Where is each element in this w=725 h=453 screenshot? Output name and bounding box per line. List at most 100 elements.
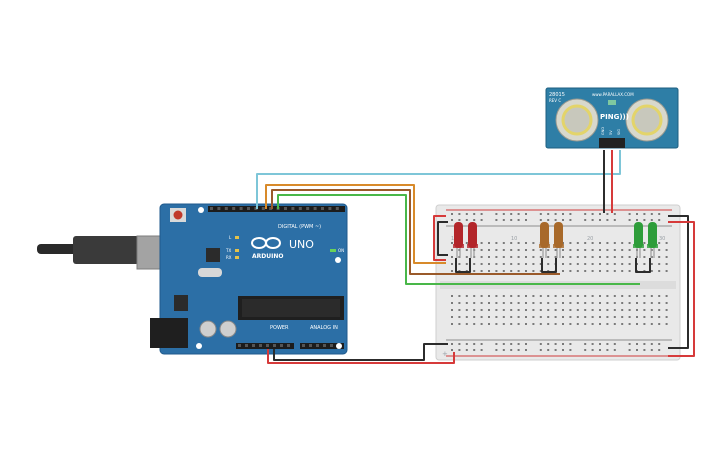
breadboard-hole: [488, 323, 490, 325]
rail-hole: [554, 213, 557, 215]
breadboard-hole: [658, 263, 661, 265]
rail-hole: [473, 343, 476, 345]
breadboard-hole: [502, 309, 505, 311]
breadboard-hole: [532, 249, 535, 251]
ping-ultrasonic-sensor: 28015 REV C www.PARALLAX.COM PING))) GND…: [545, 87, 679, 149]
breadboard-hole: [621, 309, 624, 311]
breadboard-hole: [665, 270, 668, 272]
breadboard-hole: [510, 302, 513, 304]
rail-hole: [562, 343, 564, 345]
breadboard-hole: [517, 295, 520, 297]
breadboard-hole: [613, 263, 616, 265]
breadboard-hole: [532, 263, 535, 265]
rail-hole: [458, 349, 461, 351]
breadboard-hole: [606, 270, 609, 272]
rail-hole: [517, 213, 520, 215]
breadboard-hole: [613, 256, 616, 258]
breadboard-hole: [628, 242, 631, 244]
digital-pin: [335, 207, 339, 210]
rail-hole: [451, 219, 453, 221]
rail-hole: [643, 343, 646, 345]
breadboard-hole: [473, 302, 476, 304]
rail-hole: [628, 349, 631, 351]
rail-hole: [606, 219, 609, 221]
breadboard-hole: [525, 323, 527, 325]
breadboard-hole: [451, 323, 453, 325]
led-l-label: L: [229, 235, 232, 240]
breadboard-hole: [569, 270, 572, 272]
breadboard-hole: [650, 270, 653, 272]
rail-hole: [539, 219, 542, 221]
breadboard-hole: [451, 270, 453, 272]
breadboard-hole: [562, 256, 564, 258]
digital-pin: [269, 207, 273, 210]
digital-pin: [210, 207, 213, 210]
breadboard-hole: [658, 270, 661, 272]
breadboard-hole: [465, 263, 468, 265]
breadboard-hole: [532, 309, 535, 311]
breadboard-hole: [510, 270, 513, 272]
rail-hole: [658, 219, 661, 221]
power-pin: [280, 344, 283, 347]
breadboard-hole: [473, 316, 476, 318]
breadboard-hole: [473, 323, 476, 325]
breadboard-hole: [539, 309, 542, 311]
rail-hole: [554, 219, 557, 221]
breadboard-hole: [665, 323, 668, 325]
breadboard-hole: [606, 295, 609, 297]
analog-pin: [309, 344, 312, 347]
mounting-hole: [336, 343, 342, 349]
breadboard-hole: [569, 263, 572, 265]
breadboard-hole: [532, 256, 535, 258]
breadboard-hole: [525, 309, 527, 311]
breadboard-hole: [621, 263, 624, 265]
breadboard-hole: [517, 270, 520, 272]
breadboard-hole: [628, 295, 631, 297]
digital-pin: [298, 207, 302, 210]
rail-hole: [458, 343, 461, 345]
analog-pin: [330, 344, 333, 347]
breadboard-hole: [539, 270, 542, 272]
led-rx-label: RX: [226, 255, 232, 260]
digital-pin: [217, 207, 221, 210]
reset-button-cap[interactable]: [173, 210, 183, 220]
breadboard-hole: [480, 295, 483, 297]
wires: [256, 150, 695, 364]
rail-hole: [658, 343, 661, 345]
breadboard-hole: [480, 323, 483, 325]
rail-hole: [562, 213, 564, 215]
breadboard-hole: [636, 295, 638, 297]
breadboard-hole: [458, 295, 461, 297]
rail-hole: [473, 349, 476, 351]
breadboard-hole: [465, 309, 468, 311]
breadboard-hole: [576, 316, 579, 318]
mounting-hole: [335, 257, 341, 263]
rail-hole: [510, 219, 513, 221]
breadboard-hole: [532, 302, 535, 304]
breadboard-hole: [591, 295, 594, 297]
breadboard-hole: [502, 323, 505, 325]
breadboard-hole: [525, 270, 527, 272]
breadboard-hole: [539, 316, 542, 318]
rail-hole: [525, 349, 527, 351]
breadboard-hole: [665, 263, 668, 265]
led-body: [634, 222, 643, 248]
breadboard-hole: [458, 323, 461, 325]
breadboard-hole: [502, 263, 505, 265]
breadboard-hole: [562, 309, 564, 311]
led-rim: [633, 244, 644, 248]
rail-hole: [584, 343, 587, 345]
breadboard-hole: [495, 263, 498, 265]
rail-hole: [584, 213, 587, 215]
breadboard-hole: [665, 249, 668, 251]
led-body: [648, 222, 657, 248]
breadboard-hole: [517, 323, 520, 325]
breadboard-hole: [473, 270, 476, 272]
rail-hole: [606, 213, 609, 215]
crystal-oscillator: [198, 268, 222, 277]
breadboard-hole: [665, 309, 668, 311]
breadboard-hole: [613, 270, 616, 272]
breadboard-hole: [636, 302, 638, 304]
breadboard-hole: [488, 256, 490, 258]
breadboard-hole: [599, 323, 601, 325]
